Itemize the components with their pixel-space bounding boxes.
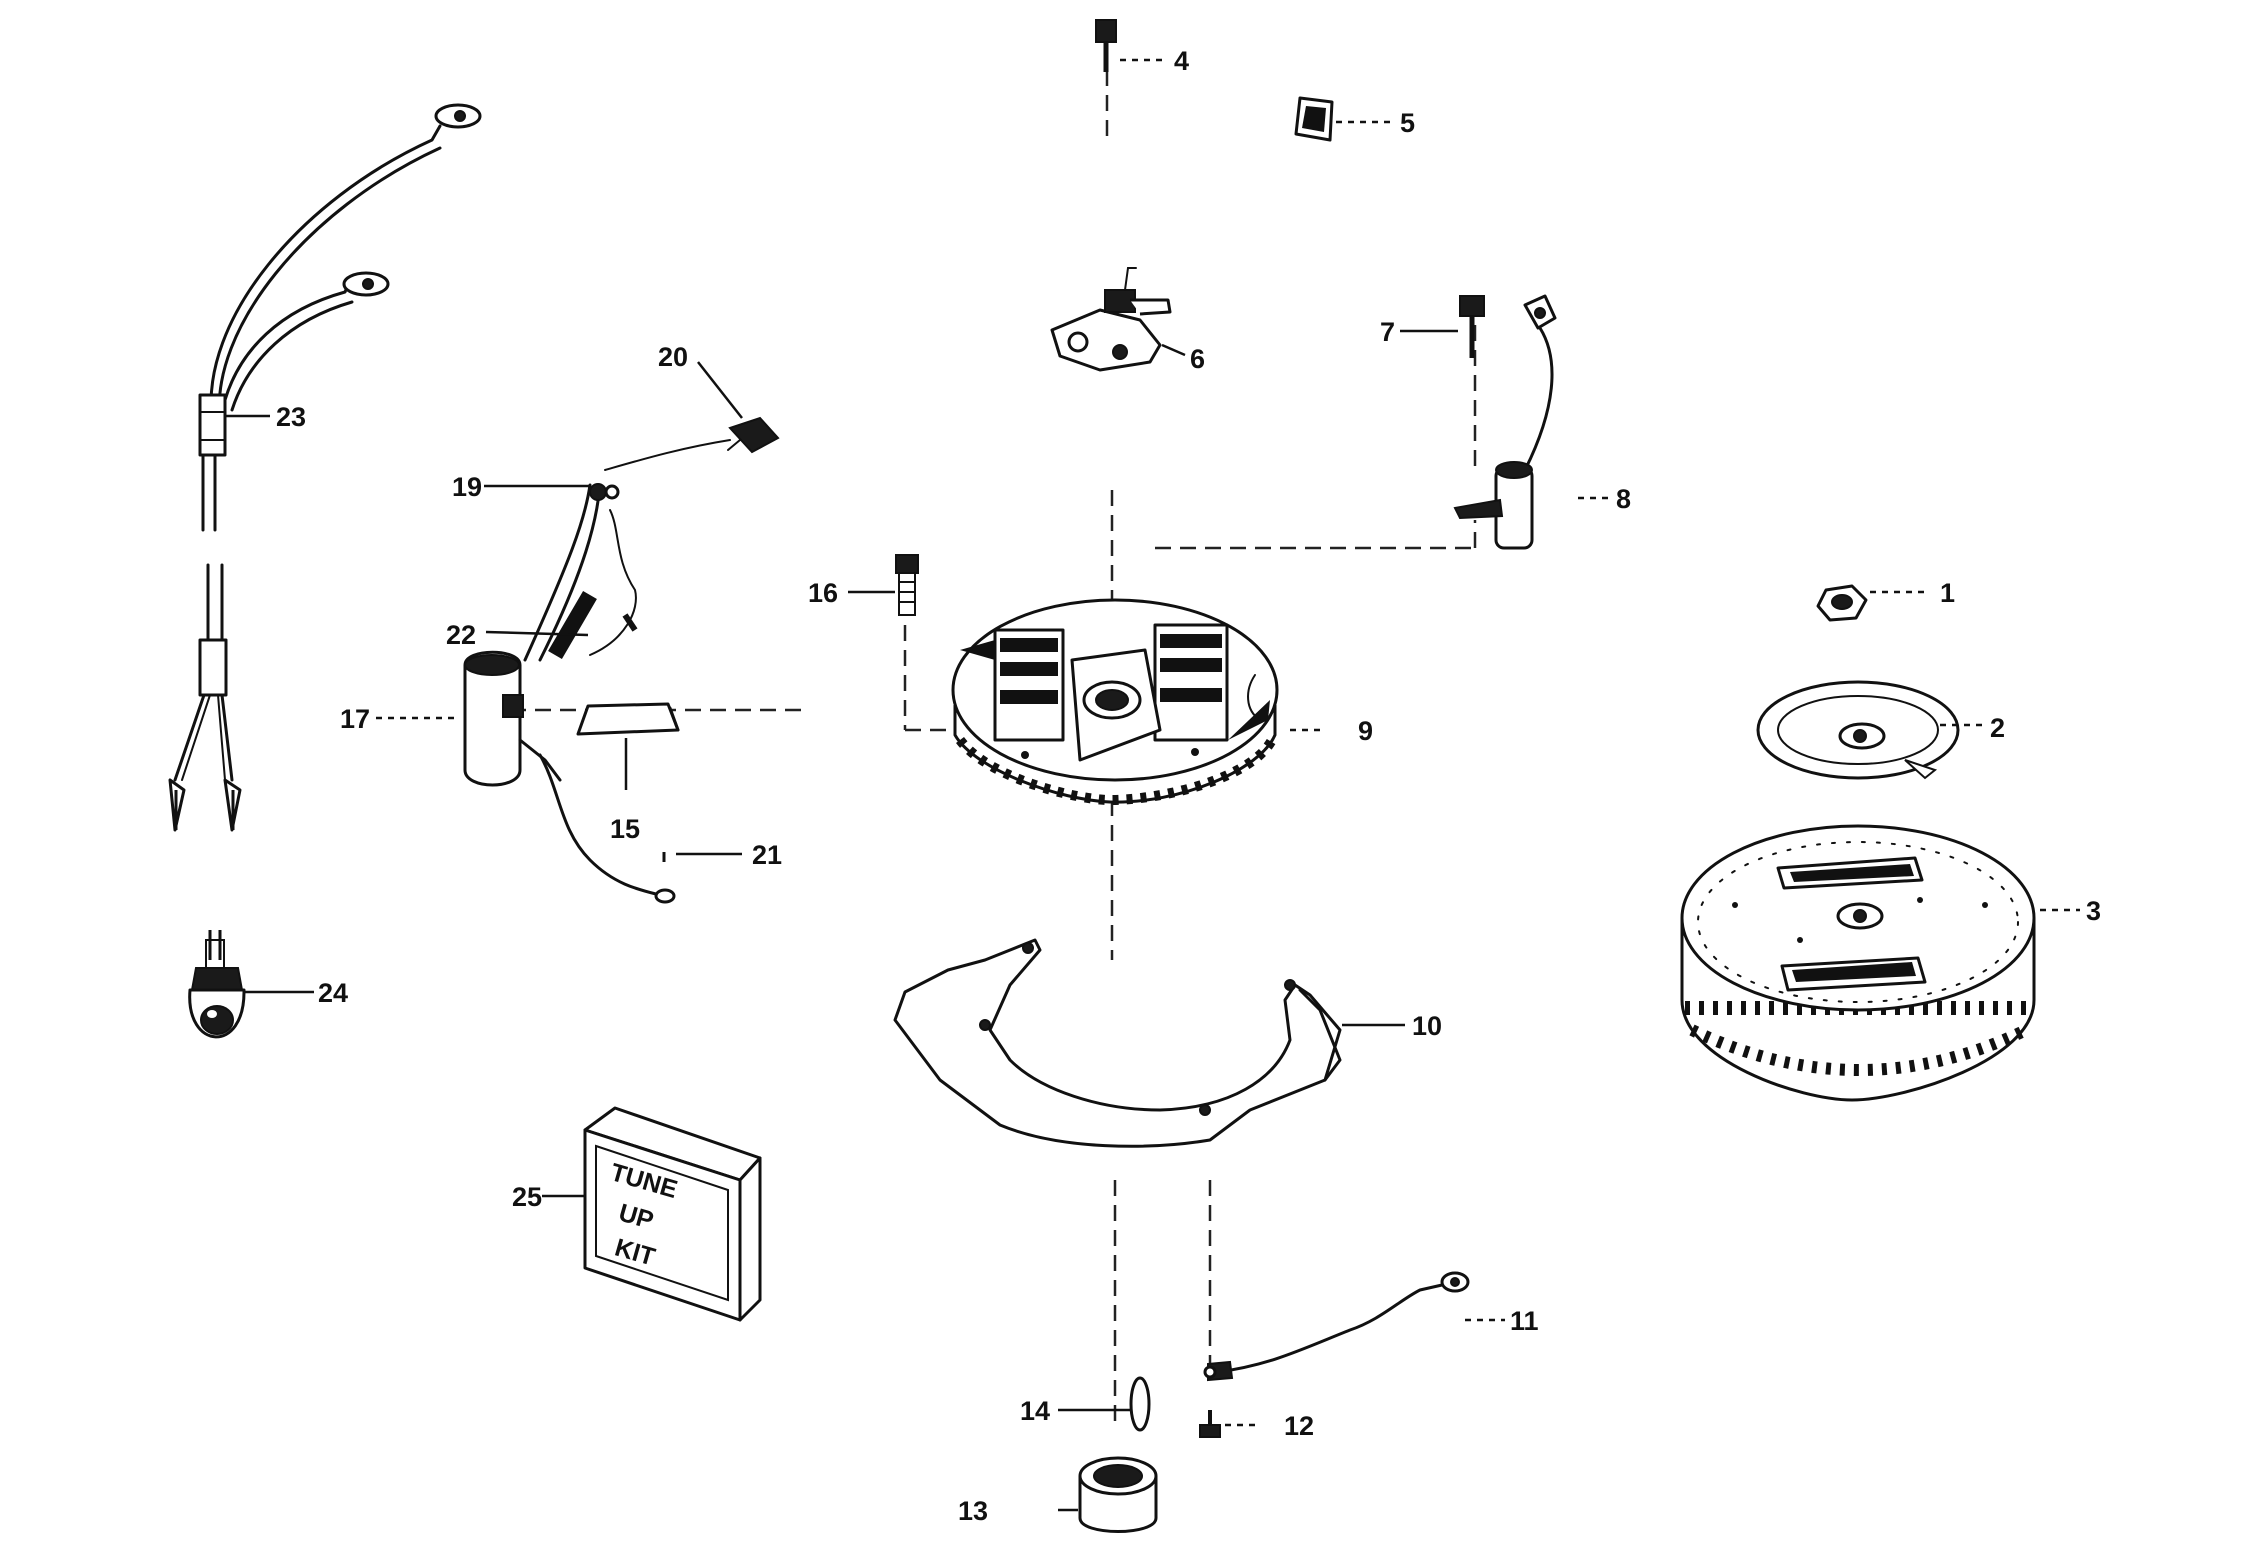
callout-14: 14 <box>1020 1396 1050 1426</box>
part-17-ignition-coil <box>463 650 676 904</box>
part-6-breaker-points <box>1050 267 1172 372</box>
part-1-hex-nut <box>1816 584 1868 622</box>
callout-6: 6 <box>1190 344 1205 374</box>
leader-lines <box>226 58 2080 1512</box>
clip-icon <box>589 483 620 501</box>
callout-4: 4 <box>1174 46 1189 76</box>
callout-2: 2 <box>1990 713 2005 743</box>
bearing-icon <box>1078 1456 1158 1533</box>
callout-5: 5 <box>1400 108 1415 138</box>
part-20-spark-plug-boot <box>604 416 780 471</box>
spark-plug-boot-icon <box>604 416 780 471</box>
part-25-tune-up-kit: TUNE UP KIT <box>583 1106 762 1322</box>
part-2-retainer-washer <box>1756 680 1960 780</box>
part-8-condenser <box>1453 294 1557 550</box>
part-12-screw <box>1199 1410 1221 1438</box>
hex-nut-icon <box>1816 584 1868 622</box>
callout-13: 13 <box>958 1496 988 1526</box>
condenser-icon <box>1453 294 1557 550</box>
callout-20: 20 <box>658 342 688 372</box>
part-16-bolt <box>895 554 919 616</box>
part-14-washer <box>1129 1376 1151 1432</box>
felt-wick-icon <box>1294 96 1334 142</box>
cam-follower-plate-icon <box>893 938 1342 1148</box>
callout-17: 17 <box>340 704 370 734</box>
callout-8: 8 <box>1616 484 1631 514</box>
part-13-bearing <box>1078 1456 1158 1533</box>
callout-22: 22 <box>446 620 476 650</box>
part-24-stop-switch <box>188 930 246 1039</box>
part-15-wedge <box>576 702 680 736</box>
part-11-ground-wire <box>1203 1271 1470 1382</box>
part-10-cam-follower-plate <box>893 938 1342 1148</box>
callout-21: 21 <box>752 840 782 870</box>
stop-switch-icon <box>188 930 246 1039</box>
callout-15: 15 <box>610 814 640 844</box>
part-9-stator-plate <box>951 598 1279 806</box>
callout-1: 1 <box>1940 578 1955 608</box>
part-3-flywheel <box>1680 824 2036 1102</box>
part-7-screw <box>1459 295 1485 358</box>
callout-9: 9 <box>1358 716 1373 746</box>
callout-labels: 1 2 3 4 5 6 7 8 9 10 11 12 13 14 15 16 1… <box>276 46 2101 1526</box>
screw-icon <box>1199 1410 1221 1438</box>
wiring-harness-icon <box>168 103 482 832</box>
callout-25: 25 <box>512 1182 542 1212</box>
wedge-icon <box>576 702 680 736</box>
tune-up-kit-icon: TUNE UP KIT <box>583 1106 762 1322</box>
callout-24: 24 <box>318 978 348 1008</box>
callout-12: 12 <box>1284 1411 1314 1441</box>
part-5-felt-wick <box>1294 96 1334 142</box>
screw-icon <box>1095 19 1117 72</box>
ignition-coil-icon <box>463 650 676 904</box>
washer-icon <box>1129 1376 1151 1432</box>
callout-23: 23 <box>276 402 306 432</box>
callout-7: 7 <box>1380 317 1395 347</box>
breaker-points-icon <box>1050 267 1172 372</box>
part-19-clip <box>589 483 620 501</box>
callout-16: 16 <box>808 578 838 608</box>
retainer-washer-icon <box>1756 680 1960 780</box>
part-4-screw <box>1095 19 1117 72</box>
bolt-icon <box>895 554 919 616</box>
callout-11: 11 <box>1510 1306 1539 1336</box>
stator-plate-icon <box>951 598 1279 806</box>
screw-icon <box>1459 295 1485 358</box>
part-23-wiring-harness <box>168 103 482 832</box>
ground-wire-icon <box>1203 1271 1470 1382</box>
callout-19: 19 <box>452 472 482 502</box>
callout-10: 10 <box>1412 1011 1442 1041</box>
flywheel-icon <box>1680 824 2036 1102</box>
callout-3: 3 <box>2086 896 2101 926</box>
